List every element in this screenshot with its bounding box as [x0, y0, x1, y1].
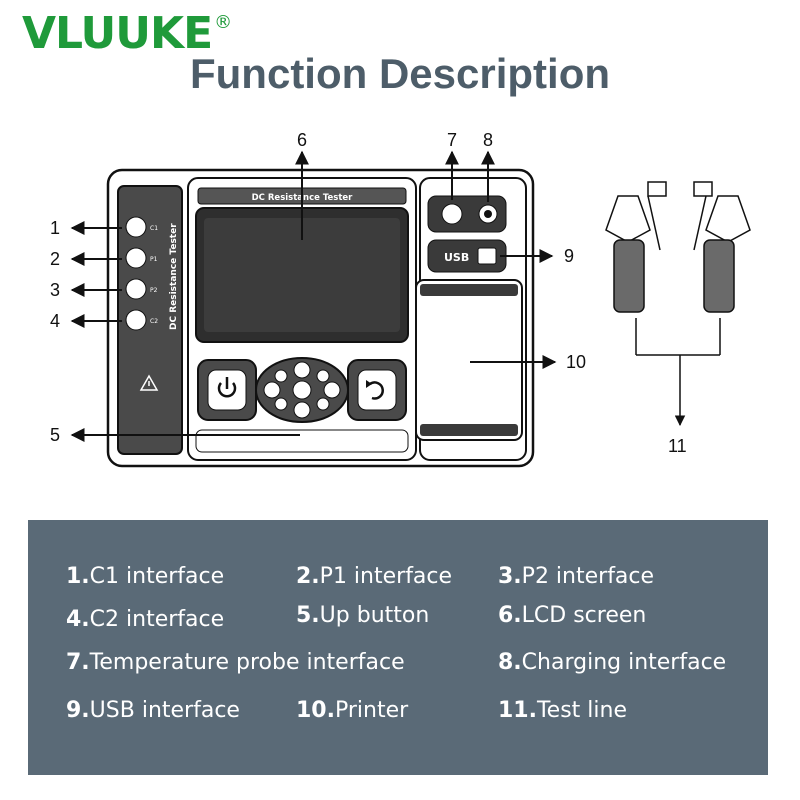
callout-8: 8 [483, 130, 493, 150]
callout-arrows [70, 150, 557, 442]
legend-panel: 1.C1 interface 2.P1 interface 3.P2 inter… [28, 520, 768, 775]
port-c1: C1 [125, 216, 158, 238]
svg-text:P2: P2 [150, 287, 158, 294]
usb-label: USB [444, 251, 469, 264]
callout-7: 7 [447, 130, 457, 150]
device-diagram: C1 P1 P2 C2 DC Resistance Tester DC Resi… [50, 130, 751, 468]
legend-item-11: 11.Test line [498, 698, 628, 723]
callout-6: 6 [297, 130, 307, 150]
registered-mark: ® [214, 12, 232, 33]
test-line [605, 181, 751, 313]
callout-11: 11 [668, 436, 687, 456]
svg-text:C1: C1 [150, 225, 158, 232]
legend-item-5: 5.Up button [296, 603, 430, 628]
printer [415, 279, 523, 441]
svg-text:C2: C2 [150, 318, 158, 325]
legend-item-8: 8.Charging interface [498, 650, 727, 675]
legend-item-3: 3.P2 interface [498, 564, 655, 589]
brand-logo: VLUUKE® [22, 12, 232, 56]
front-lip [195, 429, 409, 453]
nav-upleft-button [274, 369, 288, 383]
printer-bottom [420, 424, 518, 436]
callout-2: 2 [50, 249, 60, 269]
brand-name: VLUUKE [22, 8, 213, 59]
legend-item-2: 2.P1 interface [296, 564, 453, 589]
port-c2: C2 [125, 309, 158, 331]
charging-port-pin [484, 210, 492, 218]
port-p2: P2 [125, 278, 158, 300]
nav-down-button [293, 401, 311, 419]
legend-item-7: 7.Temperature probe interface [66, 650, 405, 675]
back-button [357, 369, 397, 411]
temperature-probe-port [441, 203, 463, 225]
nav-downright-button [316, 397, 330, 411]
callout-3: 3 [50, 280, 60, 300]
warning-icon [139, 374, 159, 391]
legend-item-10: 10.Printer [296, 698, 409, 723]
callout-9: 9 [564, 246, 574, 266]
legend-item-1: 1.C1 interface [66, 564, 225, 589]
callout-numbers: 1 2 3 4 5 6 7 8 9 10 11 [50, 130, 687, 456]
power-icon [217, 377, 237, 398]
power-button [207, 369, 247, 411]
nav-left-button [263, 381, 281, 399]
callout-5: 5 [50, 425, 60, 445]
callout-10: 10 [566, 352, 586, 372]
return-icon [366, 380, 384, 400]
nav-up-button [293, 361, 311, 379]
svg-text:P1: P1 [150, 256, 158, 263]
nav-upright-button [316, 369, 330, 383]
page-title: Function Description [190, 50, 610, 97]
side-label: DC Resistance Tester [169, 223, 179, 330]
callout-1: 1 [50, 218, 60, 238]
legend-item-9: 9.USB interface [66, 698, 240, 723]
legend-item-6: 6.LCD screen [498, 603, 647, 628]
printer-top [420, 284, 518, 296]
nav-right-button [323, 381, 341, 399]
nav-downleft-button [274, 397, 288, 411]
test-line-bracket [635, 318, 721, 427]
callout-4: 4 [50, 311, 60, 331]
usb-port [477, 247, 497, 265]
legend-item-4: 4.C2 interface [66, 607, 225, 632]
nav-enter-button [292, 380, 312, 400]
port-p1: P1 [125, 247, 158, 269]
lcd-screen [204, 218, 400, 332]
